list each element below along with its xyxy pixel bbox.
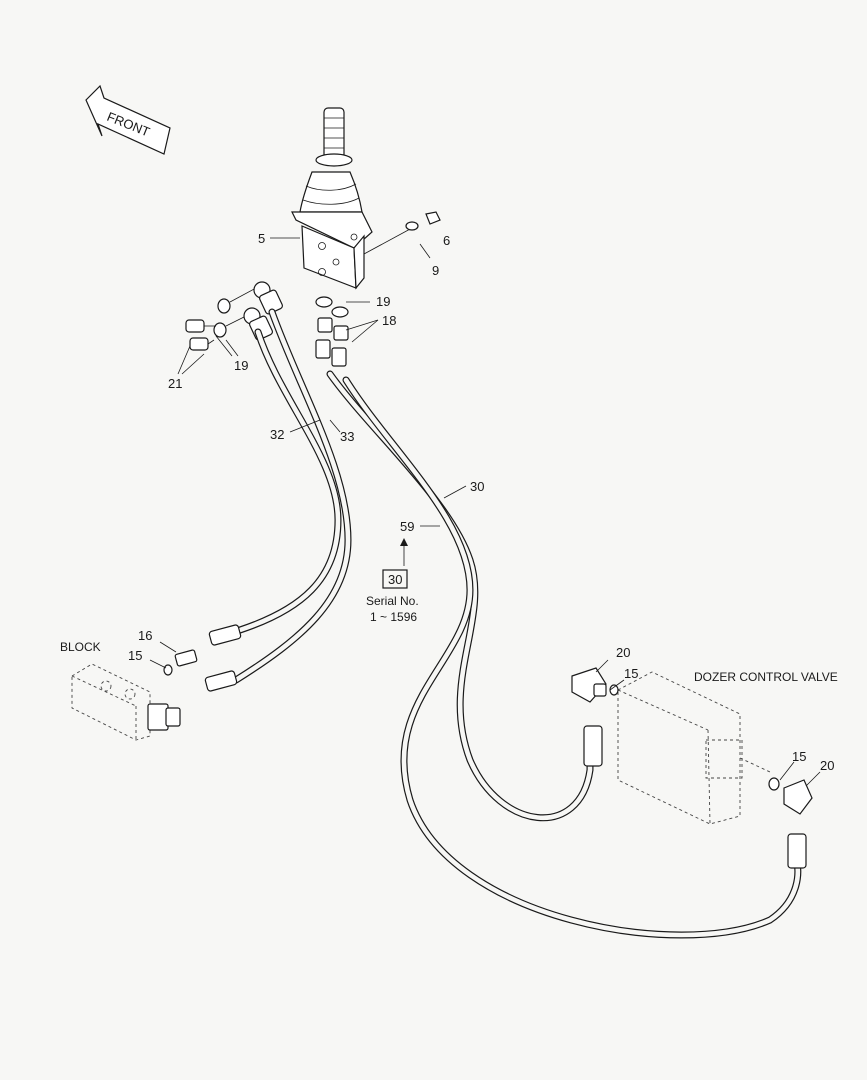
callout-20-left: 20 (616, 645, 630, 660)
dozer-control-valve (617, 671, 771, 825)
serial-line-1: Serial No. (366, 594, 419, 608)
callout-19-left: 19 (234, 358, 248, 373)
block (71, 663, 181, 741)
leader-lines (149, 237, 821, 787)
bolts-21 (185, 287, 257, 351)
callout-30: 30 (470, 479, 484, 494)
callout-33: 33 (340, 429, 354, 444)
hose-fittings-left (163, 624, 242, 692)
dozer-control-valve-label: DOZER CONTROL VALVE (694, 670, 838, 684)
serial-box-label: 30 (388, 572, 402, 587)
fittings-18-19 (315, 296, 349, 367)
serial-note: 30 Serial No. 1 ~ 1596 (366, 569, 419, 624)
block-label: BLOCK (60, 640, 101, 654)
callout-21: 21 (168, 376, 182, 391)
serial-line-2: 1 ~ 1596 (370, 610, 417, 624)
callout-15-right: 15 (792, 749, 806, 764)
hose-32 (236, 328, 342, 634)
hose-33 (232, 308, 352, 684)
pilot-valve (291, 107, 413, 290)
front-arrow: FRONT (85, 84, 171, 155)
elbow-20-left (571, 667, 619, 767)
callout-19-top: 19 (376, 294, 390, 309)
callout-5: 5 (258, 231, 265, 246)
elbow-20-right (768, 777, 813, 869)
hose-59 (342, 376, 802, 939)
callout-18: 18 (382, 313, 396, 328)
callout-20-right: 20 (820, 758, 834, 773)
callout-16: 16 (138, 628, 152, 643)
callout-9: 9 (432, 263, 439, 278)
callout-59: 59 (400, 519, 414, 534)
callout-32: 32 (270, 427, 284, 442)
banjo-fittings (243, 281, 283, 341)
callout-15-middle: 15 (624, 666, 638, 681)
callout-15-left: 15 (128, 648, 142, 663)
callout-6: 6 (443, 233, 450, 248)
bolt-6 (405, 211, 441, 231)
